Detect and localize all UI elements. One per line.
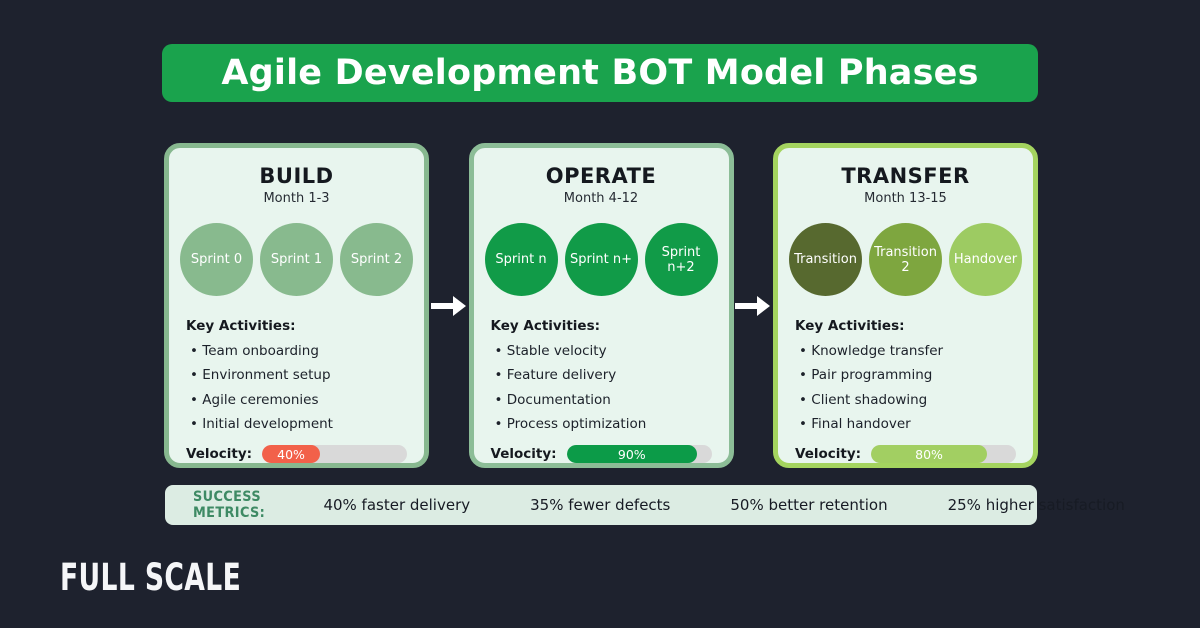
activity-item: Agile ceremonies (186, 392, 407, 408)
activity-item: Stable velocity (491, 343, 712, 359)
velocity-fill: 80% (871, 445, 987, 463)
velocity-progressbar: 90% (566, 445, 712, 463)
sprint-circle: Handover (949, 223, 1022, 296)
sprint-circle: Sprint 0 (180, 223, 253, 296)
sprint-circles: Sprint 0 Sprint 1 Sprint 2 (169, 223, 424, 296)
activity-item: Feature delivery (491, 367, 712, 383)
metric-item: 40% faster delivery (323, 496, 471, 514)
sprint-circle: Transition (789, 223, 862, 296)
metric-item: 25% higher satisfaction (947, 496, 1125, 514)
arrow-gap (734, 143, 774, 468)
phases-row: BUILD Month 1-3 Sprint 0 Sprint 1 Sprint… (164, 143, 1038, 468)
arrow-right-icon (430, 295, 466, 316)
velocity-fill: 40% (262, 445, 321, 463)
activity-item: Pair programming (795, 367, 1016, 383)
metric-item: 50% better retention (730, 496, 888, 514)
full-scale-logo: FULL SCALE (60, 556, 242, 599)
velocity-progressbar: 40% (262, 445, 407, 463)
velocity-row: Velocity: 90% (474, 445, 729, 463)
key-activities-label: Key Activities: (186, 318, 296, 334)
page-title: Agile Development BOT Model Phases (221, 53, 979, 93)
sprint-circle: Sprint n+2 (644, 223, 718, 296)
sprint-circle: Sprint n+ (564, 223, 638, 296)
phase-months: Month 13-15 (864, 191, 947, 206)
key-activities: Key Activities: Stable velocity Feature … (474, 318, 729, 432)
phase-title: OPERATE (545, 164, 657, 188)
key-activities-label: Key Activities: (795, 318, 905, 334)
velocity-label: Velocity: (490, 446, 557, 462)
phase-card-transfer: TRANSFER Month 13-15 Transition Transiti… (773, 143, 1038, 468)
velocity-row: Velocity: 40% (169, 445, 424, 463)
metric-item: 35% fewer defects (530, 496, 671, 514)
phase-months: Month 1-3 (263, 191, 330, 206)
sprint-circle: Sprint n (484, 223, 558, 296)
activity-item: Documentation (491, 392, 712, 408)
sprint-circle: Transition 2 (869, 223, 942, 296)
activity-item: Environment setup (186, 367, 407, 383)
sprint-circle: Sprint 2 (340, 223, 413, 296)
activity-item: Knowledge transfer (795, 343, 1016, 359)
velocity-label: Velocity: (795, 446, 862, 462)
phase-title: BUILD (259, 164, 334, 188)
velocity-row: Velocity: 80% (778, 445, 1033, 463)
key-activities-label: Key Activities: (490, 318, 601, 334)
velocity-progressbar: 80% (871, 445, 1016, 463)
success-metrics-bar: SUCCESS METRICS: 40% faster delivery 35%… (165, 485, 1125, 525)
title-banner: Agile Development BOT Model Phases (162, 44, 1038, 102)
key-activities: Key Activities: Knowledge transfer Pair … (778, 318, 1033, 432)
activity-item: Team onboarding (186, 343, 407, 359)
velocity-fill: 90% (566, 445, 697, 463)
phase-title: TRANSFER (841, 164, 970, 188)
activity-item: Initial development (186, 416, 407, 432)
success-metrics-label: SUCCESS METRICS: (193, 489, 266, 521)
activity-item: Process optimization (491, 416, 712, 432)
sprint-circle: Sprint 1 (260, 223, 333, 296)
sprint-circles: Transition Transition 2 Handover (778, 223, 1033, 296)
phase-months: Month 4-12 (563, 191, 639, 206)
arrow-right-icon (735, 295, 771, 316)
arrow-gap (429, 143, 469, 468)
velocity-label: Velocity: (186, 446, 253, 462)
activity-item: Final handover (795, 416, 1016, 432)
phase-card-operate: OPERATE Month 4-12 Sprint n Sprint n+ Sp… (468, 143, 734, 468)
key-activities: Key Activities: Team onboarding Environm… (169, 318, 424, 432)
activity-item: Client shadowing (795, 392, 1016, 408)
sprint-circles: Sprint n Sprint n+ Sprint n+2 (474, 223, 729, 296)
phase-card-build: BUILD Month 1-3 Sprint 0 Sprint 1 Sprint… (164, 143, 429, 468)
